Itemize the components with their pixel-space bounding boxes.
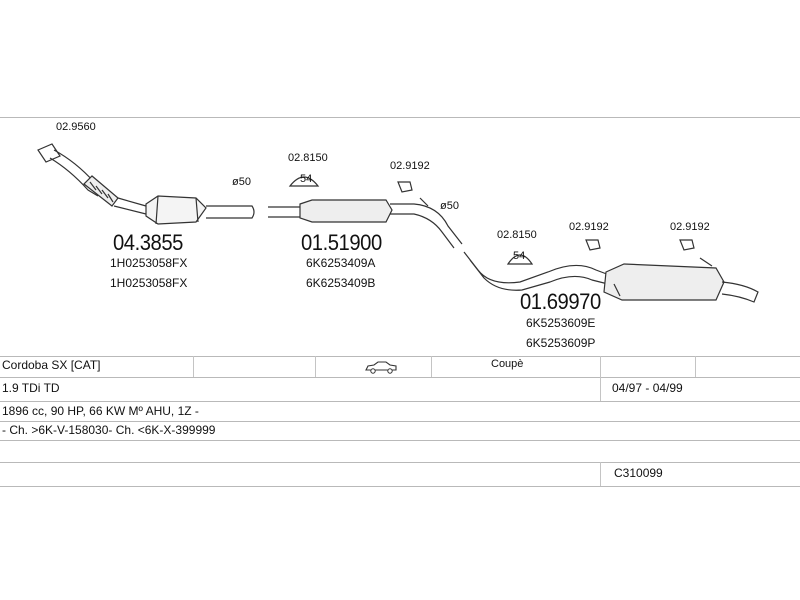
top-border [0, 117, 800, 118]
part-3-ref-1: 6K5253609E [526, 316, 596, 330]
rear-pipe [463, 251, 613, 291]
col-divider-5 [695, 356, 696, 377]
clamp-front-label: 02.9560 [56, 121, 96, 133]
hanger-rear [506, 254, 534, 265]
clamp-3-label: 02.9192 [670, 221, 710, 233]
table-line-5 [0, 440, 800, 441]
hanger-1-label: 02.8150 [288, 152, 328, 164]
middle-muffler [299, 199, 393, 223]
clamp-3 [679, 239, 695, 251]
rear-muffler [603, 263, 725, 301]
table-line-2 [0, 377, 800, 378]
col-divider-7 [600, 462, 601, 486]
part-1-ref-2: 1H0253058FX [110, 276, 188, 290]
engine: 1.9 TDi TD [2, 381, 60, 395]
car-icon [364, 360, 398, 379]
col-divider-2 [315, 356, 316, 377]
part-2-ref-1: 6K6253409A [306, 256, 376, 270]
part-number-2: 01.51900 [301, 230, 382, 255]
hanger-2-size: 54 [513, 250, 526, 262]
part-number-3: 01.69970 [520, 289, 601, 314]
engine-spec: 1896 cc, 90 HP, 66 KW Mº AHU, 1Z - [2, 404, 199, 418]
table-line-7 [0, 486, 800, 487]
chassis-range: - Ch. >6K-V-158030- Ch. <6K-X-399999 [2, 423, 216, 437]
col-divider-4 [600, 356, 601, 377]
flex-section [83, 175, 119, 207]
front-pipe [49, 157, 99, 197]
hanger-front [288, 176, 320, 187]
middle-pipe-inlet [268, 206, 302, 218]
exhaust-diagram [37, 143, 759, 303]
col-divider-3 [431, 356, 432, 377]
diameter-2-label: ø50 [440, 200, 459, 212]
table-line-4 [0, 421, 800, 422]
diameter-1-label: ø50 [232, 176, 251, 188]
clamp-2-label: 02.9192 [569, 221, 609, 233]
front-flange [37, 143, 61, 163]
table-line-6 [0, 462, 800, 463]
catalog-code: C310099 [614, 466, 663, 480]
part-number-1: 04.3855 [113, 230, 183, 255]
body-type: Coupè [491, 358, 524, 370]
tail-pipe [721, 281, 759, 303]
col-divider-1 [193, 356, 194, 377]
hanger-1-size: 54 [300, 173, 313, 185]
catalytic-converter [145, 195, 207, 225]
clamp-1-label: 02.9192 [390, 160, 430, 172]
part-1-ref-1: 1H0253058FX [110, 256, 188, 270]
clamp-1 [397, 181, 413, 193]
hanger-2-label: 02.8150 [497, 229, 537, 241]
model-name: Cordoba SX [CAT] [2, 358, 101, 372]
col-divider-6 [600, 377, 601, 401]
table-line-3 [0, 401, 800, 402]
middle-pipe-outlet [390, 203, 463, 249]
part-2-ref-2: 6K6253409B [306, 276, 376, 290]
clamp-2 [585, 239, 601, 251]
production-years: 04/97 - 04/99 [612, 381, 683, 395]
table-line-1 [0, 356, 800, 357]
part-3-ref-2: 6K5253609P [526, 336, 596, 350]
